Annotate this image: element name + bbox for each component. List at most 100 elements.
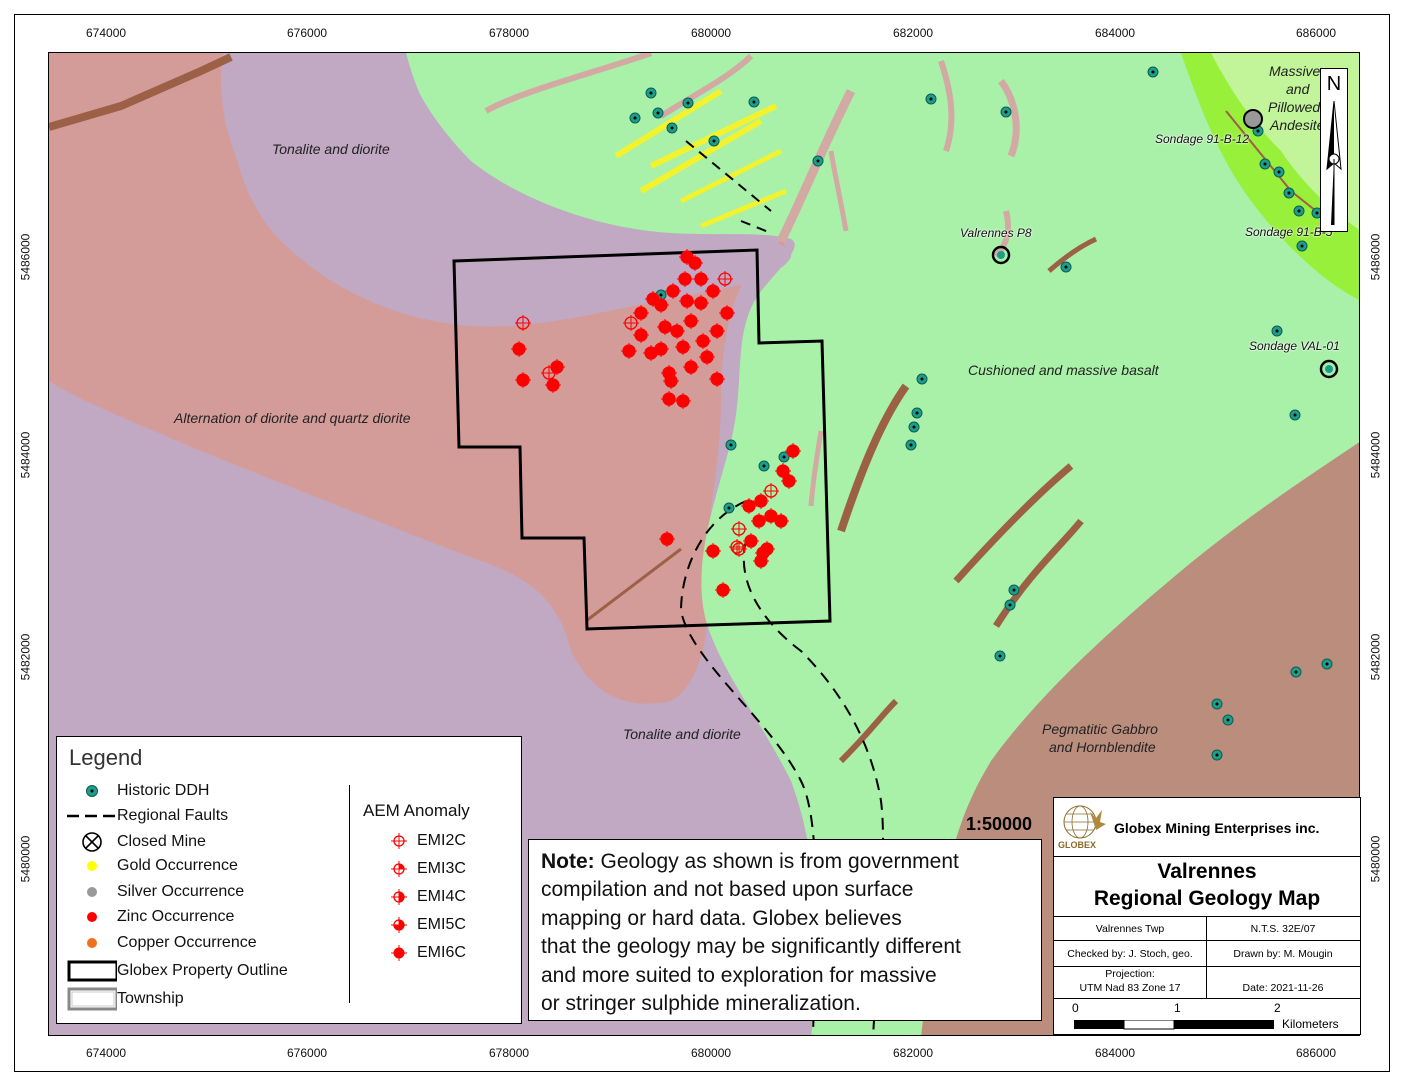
y-tick-right: 5486000 [1368,233,1383,281]
silver-dot-icon [67,880,117,904]
ddh-marker-center [633,116,637,120]
aem-anomaly-markers [511,249,801,598]
x-tick-bottom: 686000 [1296,1046,1337,1060]
scalebar-units: Kilometers [1282,1017,1339,1031]
ddh-marker-center [920,377,924,381]
legend-item-ddh: Historic DDH [67,779,209,803]
ddh-marker-center [1297,209,1301,213]
emi6c-marker [545,377,561,393]
note-bold: Note: [541,850,595,873]
drill-label: Sondage 91-B-12 [1155,132,1250,146]
legend-item-township: Township [67,987,184,1011]
emi6c-marker [775,463,791,479]
note-box: Note: Geology as shown is from governmen… [528,839,1042,1021]
ddh-marker-center [1287,191,1291,195]
emi2c-marker [623,315,639,331]
emi2c-marker [717,271,733,287]
ddh-marker-center [1263,162,1267,166]
emi2c-marker [763,483,779,499]
x-tick-top: 686000 [1296,26,1337,40]
emi6c-marker [719,305,735,321]
ddh-marker-center [686,101,690,105]
ddh-marker-center [929,97,933,101]
emi6c-marker [679,293,695,309]
map-frame [14,14,1390,1072]
legend-aem-emi5c: EMI5C [391,916,466,934]
geology-label: Massive [1269,63,1321,79]
emi6c-marker [773,513,789,529]
closed-mine-icon [1243,109,1263,129]
y-tick-right: 5482000 [1368,633,1383,681]
scale-ratio: 1:50000 [966,814,1033,834]
drill-label: Sondage VAL-01 [1249,339,1340,353]
projection-value: UTM Nad 83 Zone 17 [1079,982,1181,994]
scalebar-2: 2 [1274,1001,1281,1015]
ddh-icon [67,779,117,803]
ddh-marker-center [659,293,663,297]
emi6c-marker [633,327,649,343]
ddh-marker-center [1325,662,1329,666]
map-title: Valrennes Regional Geology Map [1093,860,1321,910]
property-outline-icon [67,959,117,983]
emi6c-marker [781,473,797,489]
y-tick-right: 5480000 [1368,835,1383,883]
township-outline-icon [67,987,117,1011]
emi6c-marker [699,349,715,365]
ddh-marker-center [909,443,913,447]
ddh-marker-center [1151,70,1155,74]
drill-collar-val-01 [1319,359,1339,379]
legend-item-closed-mine: Closed Mine [67,830,206,854]
emi6c-marker [665,283,681,299]
emi6c-marker [657,319,673,335]
emi6c-marker [661,391,677,407]
x-tick-top: 678000 [489,26,530,40]
zinc-dot-icon [67,905,117,929]
emi6c-marker [753,553,769,569]
emi2c-icon [391,833,407,849]
diorite-unit [49,53,786,704]
ddh-marker-center [670,126,674,130]
emi6c-marker [751,513,767,529]
geology-label: Tonalite and diorite [623,726,741,742]
legend-aem-emi6c: EMI6C [391,944,466,962]
ddh-marker-center [1294,670,1298,674]
emi6c-marker [693,271,709,287]
emi6c-marker [621,343,637,359]
ddh-marker-center [752,100,756,104]
property-outline [452,248,832,631]
geology-label: Pillowed [1268,99,1321,115]
globex-logo-icon [1063,805,1106,839]
x-tick-bottom: 674000 [86,1046,127,1060]
y-tick-right: 5484000 [1368,431,1383,479]
emi6c-marker [709,371,725,387]
emi2c-marker [731,521,747,537]
township-cell: Valrennes Twp [1095,923,1165,935]
ddh-marker-center [1008,603,1012,607]
emi2c-marker [731,541,747,557]
emi6c-marker [715,582,731,598]
ddh-marker-center [1226,718,1230,722]
x-tick-top: 682000 [893,26,934,40]
emi6c-marker [663,373,679,389]
emi6c-marker [679,249,695,265]
emi2c-marker [515,315,531,331]
ddh-marker-center [1012,588,1016,592]
x-tick-top: 684000 [1095,26,1136,40]
x-tick-bottom: 682000 [893,1046,934,1060]
checked-by: Checked by: J. Stoch, geo. [1067,948,1193,960]
legend-item-property: Globex Property Outline [67,959,288,983]
emi5c-icon [391,917,407,933]
y-tick-left: 5480000 [18,835,33,883]
ddh-marker-center [1275,329,1279,333]
legend-item-faults: Regional Faults [67,804,228,828]
north-arrow-icon [1326,100,1342,225]
closed-mine-icon [67,830,117,854]
y-tick-left: 5486000 [18,233,33,281]
emi6c-marker [709,323,725,339]
emi6c-marker [741,498,757,514]
geology-label: Pegmatitic Gabbro [1042,721,1158,737]
ddh-marker-center [1215,702,1219,706]
y-tick-left: 5484000 [18,431,33,479]
emi2c-marker [729,539,745,555]
geology-label: and [1286,81,1310,97]
